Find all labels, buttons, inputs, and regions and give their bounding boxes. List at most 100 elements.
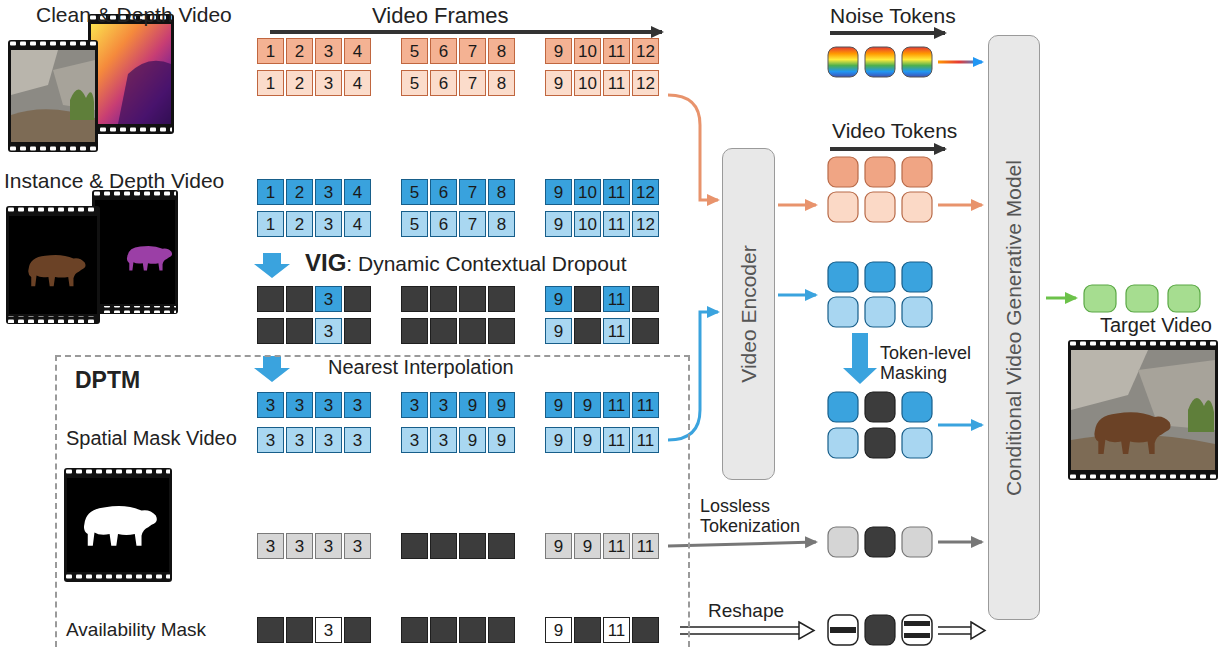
frame-cell: 2 [286,38,313,64]
frame-number: 3 [353,432,362,449]
frame-cell [459,617,486,643]
frame-cell: 11 [603,392,630,418]
frame-cell: 11 [603,318,630,344]
frame-cell [488,318,515,344]
frame-number: 3 [353,538,362,555]
frame-cell: 3 [315,392,342,418]
frame-cell [401,617,428,643]
frame-cell: 7 [459,70,486,96]
text-label: Video Tokens [832,119,957,143]
frame-cell [401,286,428,312]
text-label: Availability Mask [66,619,206,641]
frame-number: 11 [608,432,626,449]
frame-cell: 11 [632,392,659,418]
frame-cell [574,318,601,344]
frame-number: 6 [439,216,448,233]
frame-cell: 9 [545,286,572,312]
frame-cell: 6 [430,211,457,237]
frame-number: 3 [324,43,333,60]
frame-number: 11 [608,538,626,555]
frame-cell: 11 [603,38,630,64]
frame-cell: 6 [430,38,457,64]
text-label: Reshape [708,600,784,622]
frame-number: 5 [410,216,419,233]
frame-number: 9 [554,397,563,414]
frame-number: 1 [266,216,275,233]
frame-cell: 11 [603,286,630,312]
text-label: Spatial Mask Video [66,427,237,450]
frame-cell [257,617,284,643]
frame-number: 3 [324,75,333,92]
frame-cell: 12 [632,211,659,237]
frame-number: 11 [608,622,626,639]
frame-cell [632,318,659,344]
frame-number: 12 [636,216,655,233]
frame-cell: 9 [545,617,572,643]
frame-number: 3 [324,291,333,308]
frame-number: 4 [353,43,362,60]
frame-cell [257,286,284,312]
frame-number: 9 [554,75,563,92]
frame-number: 9 [554,184,563,201]
frame-number: 9 [554,43,563,60]
frame-number: 1 [266,75,275,92]
frame-number: 9 [554,622,563,639]
frame-cell: 12 [632,38,659,64]
frame-cell [257,318,284,344]
frame-number: 9 [583,432,592,449]
frame-number: 3 [324,432,333,449]
frame-number: 9 [468,432,477,449]
frame-number: 6 [439,184,448,201]
frame-number: 10 [578,216,597,233]
frame-number: 12 [636,184,655,201]
frame-cell [488,286,515,312]
frame-cell: 6 [430,70,457,96]
frame-number: 11 [608,43,626,60]
frame-number: 9 [554,538,563,555]
frame-cell [430,318,457,344]
frame-cell: 5 [401,70,428,96]
frame-number: 12 [636,43,655,60]
frame-cell [488,617,515,643]
frame-cell: 5 [401,38,428,64]
frame-number: 3 [295,397,304,414]
frame-cell: 3 [315,38,342,64]
frame-number: 9 [554,432,563,449]
frame-cell: 9 [545,427,572,453]
frame-cell: 9 [459,427,486,453]
frame-cell: 4 [344,179,371,205]
frame-number: 6 [439,43,448,60]
frame-cell: 3 [257,427,284,453]
frame-number: 9 [497,397,506,414]
frame-cell: 11 [632,427,659,453]
frame-number: 3 [439,397,448,414]
frame-cell: 3 [344,392,371,418]
frame-cell [574,617,601,643]
frame-cell: 9 [459,392,486,418]
frame-number: 3 [324,184,333,201]
frame-cell [632,617,659,643]
frame-number: 3 [324,323,333,340]
frame-cell: 9 [545,179,572,205]
frame-number: 11 [637,432,655,449]
frame-cell: 11 [603,179,630,205]
frame-cell [632,286,659,312]
frame-cell: 3 [315,286,342,312]
frame-number: 3 [266,432,275,449]
text-label: : Dynamic Contextual Dropout [346,252,626,276]
frame-number: 3 [324,538,333,555]
text-label: Token-level Masking [880,343,978,383]
frame-number: 3 [295,538,304,555]
frame-number: 2 [295,43,304,60]
frame-number: 8 [497,43,506,60]
frame-number: 4 [353,75,362,92]
frame-cell [488,533,515,559]
frame-number: 3 [324,622,333,639]
frame-number: 11 [608,216,626,233]
encoder-box: Video Encoder [722,148,775,480]
text-label: Lossless Tokenization [700,496,818,536]
frame-cell [430,533,457,559]
frame-cell: 7 [459,211,486,237]
frame-number: 3 [353,397,362,414]
label-group: VIG: Dynamic Contextual Dropout [305,249,626,277]
